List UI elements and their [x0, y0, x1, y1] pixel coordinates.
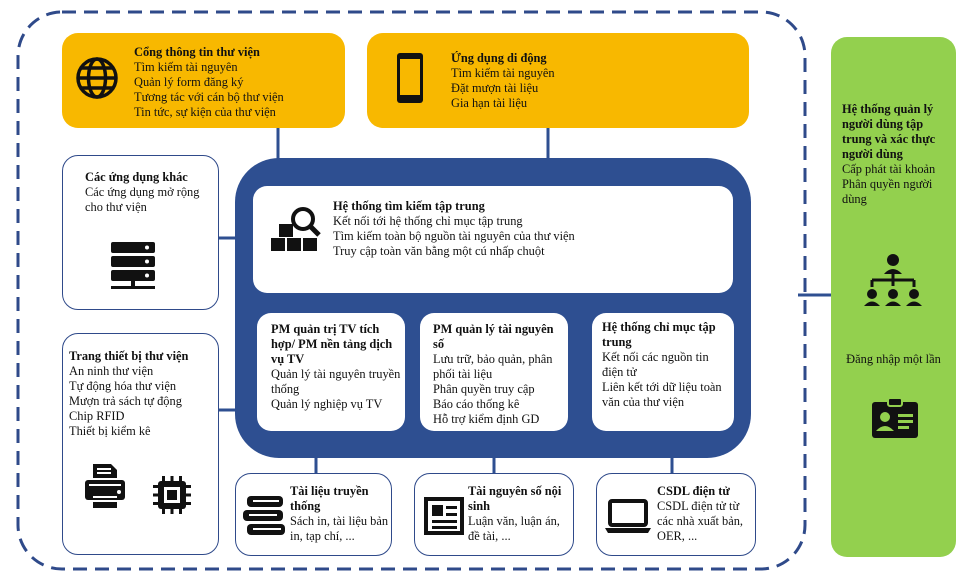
- newspaper-icon: [423, 496, 465, 536]
- print-docs-title: Tài liệu truyền thống: [290, 484, 369, 513]
- internal-title: Tài nguyên số nội sinh: [468, 484, 562, 513]
- edb-title: CSDL điện tử: [657, 484, 730, 498]
- globe-icon: [74, 55, 120, 101]
- platform-dashed-frame: [16, 10, 807, 571]
- idm-item: Cấp phát tài khoản: [842, 162, 936, 176]
- ils-item: Quản lý nghiệp vụ TV: [271, 397, 383, 411]
- digital-item: Phân quyền truy cập: [433, 382, 535, 396]
- internal-desc: Luận văn, luận án, đề tài, ...: [468, 514, 560, 543]
- mobile-item: Tìm kiếm tài nguyên: [451, 66, 555, 80]
- portal-item: Tin tức, sự kiện của thư viện: [134, 105, 276, 119]
- smartphone-icon: [395, 51, 425, 105]
- equipment-item: An ninh thư viện: [69, 364, 154, 378]
- other-apps-desc: Các ứng dụng mở rộng cho thư viện: [85, 185, 200, 214]
- edb-desc: CSDL điện tử từ các nhà xuất bản, OER, .…: [657, 499, 744, 543]
- ils-box: PM quản trị TV tích hợp/ PM nền tảng dịc…: [257, 313, 405, 431]
- equipment-item: Thiết bị kiểm kê: [69, 424, 151, 438]
- index-item: Kết nối các nguồn tin điện tử: [602, 350, 709, 379]
- identity-management-box: Hệ thống quản lý người dùng tập trung và…: [831, 37, 956, 557]
- index-title: Hệ thống chỉ mục tập trung: [602, 320, 716, 349]
- equipment-item: Chip RFID: [69, 409, 125, 423]
- central-search-box: Hệ thống tìm kiếm tập trung Kết nối tới …: [253, 186, 733, 293]
- other-apps-box: Các ứng dụng khác Các ứng dụng mở rộng c…: [62, 155, 219, 310]
- central-index-box: Hệ thống chỉ mục tập trung Kết nối các n…: [592, 313, 734, 431]
- search-item: Tìm kiếm toàn bộ nguồn tài nguyên của th…: [333, 229, 575, 243]
- digital-item: Lưu trữ, bảo quản, phân phối tài liệu: [433, 352, 553, 381]
- id-card-icon: [871, 397, 919, 439]
- sso-label: Đăng nhập một lần: [846, 352, 941, 366]
- portal-item: Quản lý form đăng ký: [134, 75, 244, 89]
- equipment-box: Trang thiết bị thư viện An ninh thư viện…: [62, 333, 219, 555]
- search-boxes-icon: [267, 204, 323, 254]
- mobile-app-box: Ứng dụng di động Tìm kiếm tài nguyên Đặt…: [367, 33, 749, 128]
- equipment-item: Tự động hóa thư viện: [69, 379, 177, 393]
- portal-title: Cổng thông tin thư viện: [134, 45, 260, 59]
- mobile-item: Gia hạn tài liệu: [451, 96, 528, 110]
- print-docs-desc: Sách in, tài liệu bản in, tạp chí, ...: [290, 514, 389, 543]
- mobile-item: Đặt mượn tài liệu: [451, 81, 539, 95]
- digital-title: PM quản lý tài nguyên số: [433, 322, 554, 351]
- portal-item: Tìm kiếm tài nguyên: [134, 60, 238, 74]
- idm-title: Hệ thống quản lý người dùng tập trung và…: [842, 102, 936, 161]
- digital-item: Hỗ trợ kiểm định GD: [433, 412, 540, 426]
- digital-resource-box: PM quản lý tài nguyên số Lưu trữ, bảo qu…: [420, 313, 568, 431]
- core-platform: Hệ thống tìm kiếm tập trung Kết nối tới …: [235, 158, 751, 458]
- ils-title: PM quản trị TV tích hợp/ PM nền tảng dịc…: [271, 322, 393, 366]
- print-docs-box: Tài liệu truyền thống Sách in, tài liệu …: [235, 473, 392, 556]
- books-icon: [241, 494, 289, 538]
- search-item: Kết nối tới hệ thống chỉ mục tập trung: [333, 214, 523, 228]
- index-item: Liên kết tới dữ liệu toàn văn của thư vi…: [602, 380, 722, 409]
- edb-box: CSDL điện tử CSDL điện tử từ các nhà xuấ…: [596, 473, 756, 556]
- printer-icon: [83, 462, 127, 510]
- ils-item: Quản lý tài nguyên truyền thống: [271, 367, 401, 396]
- laptop-icon: [604, 498, 652, 534]
- mobile-title: Ứng dụng di động: [451, 51, 547, 65]
- server-icon: [109, 240, 157, 292]
- internal-resources-box: Tài nguyên số nội sinh Luận văn, luận án…: [414, 473, 574, 556]
- other-apps-title: Các ứng dụng khác: [85, 170, 188, 184]
- search-item: Truy cập toàn văn bằng một cú nhấp chuột: [333, 244, 545, 258]
- equipment-title: Trang thiết bị thư viện: [69, 349, 189, 363]
- org-chart-icon: [862, 252, 924, 310]
- portal-box: Cổng thông tin thư viện Tìm kiếm tài ngu…: [62, 33, 345, 128]
- search-title: Hệ thống tìm kiếm tập trung: [333, 199, 485, 213]
- idm-item: Phân quyền người dùng: [842, 177, 933, 206]
- equipment-item: Mượn trả sách tự động: [69, 394, 182, 408]
- portal-item: Tương tác với cán bộ thư viện: [134, 90, 284, 104]
- chip-icon: [151, 474, 193, 516]
- digital-item: Báo cáo thống kê: [433, 397, 520, 411]
